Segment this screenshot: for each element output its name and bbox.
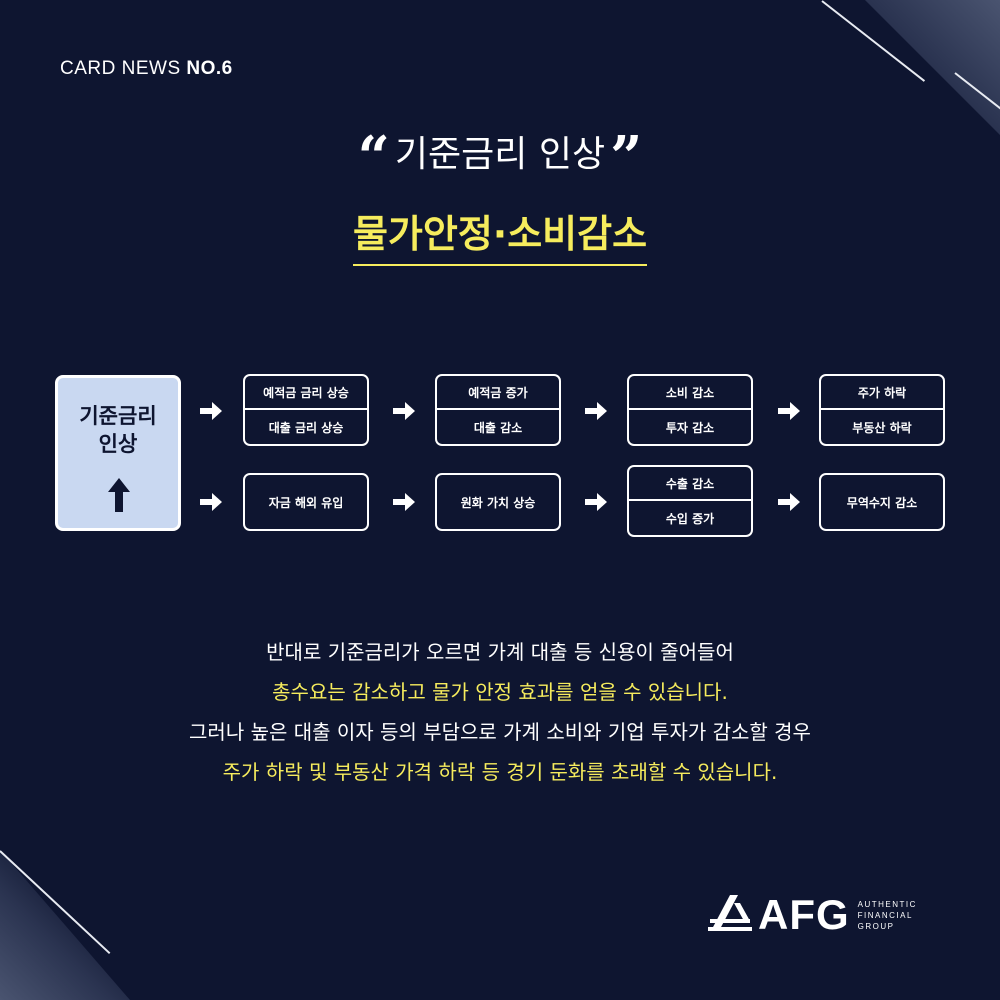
logo-subtitle: AUTHENTIC FINANCIAL GROUP <box>858 899 917 932</box>
effect-bottom: 수입 증가 <box>629 501 751 535</box>
source-label-line2: 인상 <box>58 430 178 458</box>
effect-label: 자금 해외 유입 <box>269 494 344 511</box>
card-news-header: CARD NEWS NO.6 <box>60 58 233 80</box>
effect-box: 무역수지 감소 <box>819 473 945 531</box>
effect-bottom: 대출 금리 상승 <box>245 410 367 444</box>
header-number: NO.6 <box>186 58 232 79</box>
effect-label: 무역수지 감소 <box>847 494 917 511</box>
effect-box: 소비 감소 투자 감소 <box>627 374 753 446</box>
body-line: 반대로 기준금리가 오르면 가계 대출 등 신용이 줄어들어 <box>0 632 1000 672</box>
logo-sub-line: GROUP <box>858 921 917 932</box>
effect-top: 주가 하락 <box>821 376 943 410</box>
logo-name: AFG <box>758 891 850 939</box>
afg-logo: AFG AUTHENTIC FINANCIAL GROUP <box>708 893 917 937</box>
source-box: 기준금리 인상 <box>55 375 181 531</box>
effect-box: 예적금 증가 대출 감소 <box>435 374 561 446</box>
right-arrow-icon <box>393 493 415 511</box>
effect-label: 원화 가치 상승 <box>461 494 536 511</box>
right-arrow-icon <box>778 402 800 420</box>
effect-top: 수출 감소 <box>629 467 751 501</box>
right-arrow-icon <box>585 493 607 511</box>
header-prefix: CARD NEWS <box>60 58 186 79</box>
logo-sub-line: FINANCIAL <box>858 910 917 921</box>
right-arrow-icon <box>200 402 222 420</box>
effect-bottom: 대출 감소 <box>437 410 559 444</box>
logo-sub-line: AUTHENTIC <box>858 899 917 910</box>
right-arrow-icon <box>585 402 607 420</box>
body-line-highlight: 주가 하락 및 부동산 가격 하락 등 경기 둔화를 초래할 수 있습니다. <box>0 752 1000 792</box>
body-line: 그러나 높은 대출 이자 등의 부담으로 가계 소비와 기업 투자가 감소할 경… <box>0 712 1000 752</box>
right-arrow-icon <box>393 402 415 420</box>
body-paragraph: 반대로 기준금리가 오르면 가계 대출 등 신용이 줄어들어 총수요는 감소하고… <box>0 632 1000 792</box>
effect-box: 자금 해외 유입 <box>243 473 369 531</box>
up-arrow-icon <box>108 478 130 512</box>
afg-logo-mark-icon <box>708 895 754 935</box>
source-label-line1: 기준금리 <box>58 402 178 430</box>
effect-box: 원화 가치 상승 <box>435 473 561 531</box>
close-quote-icon: ” <box>610 124 642 190</box>
effect-top: 예적금 증가 <box>437 376 559 410</box>
effect-top: 소비 감소 <box>629 376 751 410</box>
effect-bottom: 부동산 하락 <box>821 410 943 444</box>
body-line-highlight: 총수요는 감소하고 물가 안정 효과를 얻을 수 있습니다. <box>0 672 1000 712</box>
corner-decoration-bottom-left <box>0 850 130 1000</box>
effect-bottom: 투자 감소 <box>629 410 751 444</box>
effect-box: 주가 하락 부동산 하락 <box>819 374 945 446</box>
right-arrow-icon <box>778 493 800 511</box>
effect-top: 예적금 금리 상승 <box>245 376 367 410</box>
effect-box: 예적금 금리 상승 대출 금리 상승 <box>243 374 369 446</box>
right-arrow-icon <box>200 493 222 511</box>
effect-box: 수출 감소 수입 증가 <box>627 465 753 537</box>
title-block: “ 기준금리 인상 ” 물가안정·소비감소 <box>0 125 1000 266</box>
title-line2: 물가안정·소비감소 <box>353 203 647 266</box>
title-line1: 기준금리 인상 <box>395 134 605 175</box>
open-quote-icon: “ <box>358 124 390 190</box>
